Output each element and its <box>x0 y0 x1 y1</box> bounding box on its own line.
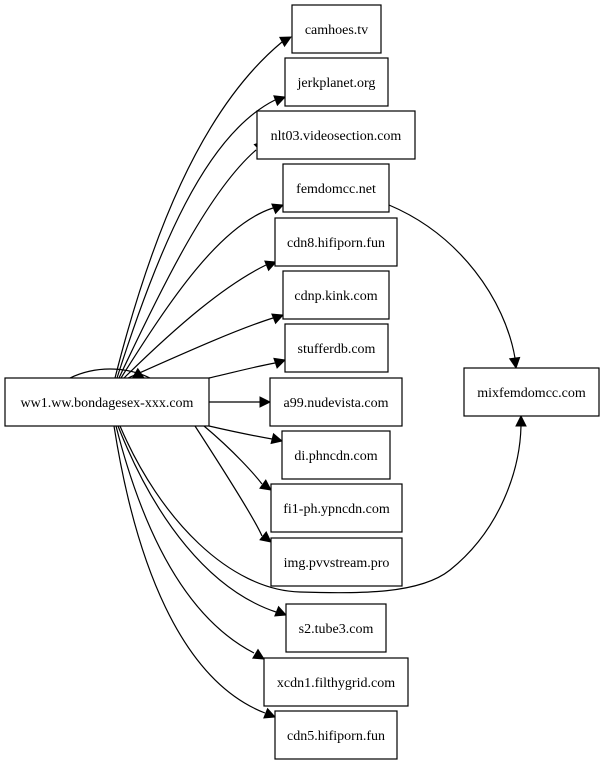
node-a99[interactable]: a99.nudevista.com <box>269 377 403 427</box>
edge-line <box>123 264 267 379</box>
edge-line <box>120 207 274 379</box>
node-femdomcc[interactable]: femdomcc.net <box>282 163 390 213</box>
edge-line <box>115 425 255 654</box>
edge-ww1-to-di <box>208 425 284 445</box>
arrowhead-icon <box>273 95 287 107</box>
node-cdn5[interactable]: cdn5.hifiporn.fun <box>274 710 398 760</box>
node-cdn8-label: cdn8.hifiporn.fun <box>287 236 385 251</box>
arrowhead-icon <box>259 396 272 408</box>
node-s2-label: s2.tube3.com <box>299 622 374 637</box>
edge-line <box>119 425 522 594</box>
edge-line <box>388 204 516 359</box>
edge-ww1-to-s2 <box>117 425 288 617</box>
edge-ww1-to-jerkplanet <box>116 95 287 379</box>
node-ww1[interactable]: ww1.ww.bondagesex-xxx.com <box>4 377 210 427</box>
arrowhead-icon <box>271 313 285 325</box>
node-fi1-label: fi1-ph.ypncdn.com <box>283 502 390 517</box>
arrowhead-icon <box>263 707 277 719</box>
edge-ww1-to-nlt03 <box>118 140 266 379</box>
node-cdnp[interactable]: cdnp.kink.com <box>282 270 390 320</box>
edge-ww1-to-xcdn1 <box>115 425 265 660</box>
node-camhoes-label: camhoes.tv <box>305 23 368 38</box>
edge-ww1-to-cdn8 <box>123 260 278 379</box>
node-mixfemdomcc-label: mixfemdomcc.com <box>477 386 586 401</box>
node-di[interactable]: di.phncdn.com <box>281 430 391 480</box>
edge-ww1-to-cdnp <box>127 313 285 379</box>
edge-line <box>208 425 273 440</box>
arrowhead-icon <box>252 648 265 660</box>
node-cdn5-label: cdn5.hifiporn.fun <box>287 729 385 744</box>
node-img[interactable]: img.pvvstream.pro <box>270 537 403 587</box>
node-stufferdb[interactable]: stufferdb.com <box>284 323 389 373</box>
node-nlt03-label: nlt03.videosection.com <box>271 129 402 144</box>
node-a99-label: a99.nudevista.com <box>284 396 389 411</box>
edge-ww1-to-cdn5 <box>113 425 277 719</box>
node-stufferdb-label: stufferdb.com <box>298 342 376 357</box>
node-fi1[interactable]: fi1-ph.ypncdn.com <box>270 483 403 533</box>
node-nlt03[interactable]: nlt03.videosection.com <box>256 110 416 160</box>
edge-femdomcc-to-mixfemdomcc <box>388 204 521 370</box>
edge-ww1-to-femdomcc <box>120 203 285 379</box>
edge-ww1-to-fi1 <box>203 425 272 491</box>
node-femdomcc-label: femdomcc.net <box>296 182 376 197</box>
arrowhead-icon <box>270 432 284 445</box>
node-xcdn1-label: xcdn1.filthygrid.com <box>277 676 395 691</box>
edge-ww1-to-img <box>194 425 272 543</box>
arrowhead-icon <box>264 260 278 272</box>
edge-line <box>118 149 257 379</box>
nodes-layer: ww1.ww.bondagesex-xxx.com camhoes.tv jer… <box>4 4 600 760</box>
arrowhead-icon <box>508 356 521 370</box>
node-xcdn1[interactable]: xcdn1.filthygrid.com <box>263 657 409 707</box>
node-s2[interactable]: s2.tube3.com <box>285 603 387 653</box>
arrowhead-icon <box>271 203 285 215</box>
arrowhead-icon <box>259 479 272 491</box>
node-di-label: di.phncdn.com <box>294 449 377 464</box>
edges-layer <box>69 36 527 719</box>
edge-line <box>116 99 276 379</box>
node-camhoes[interactable]: camhoes.tv <box>291 4 382 54</box>
arrowhead-icon <box>274 605 288 617</box>
node-jerkplanet-label: jerkplanet.org <box>297 76 376 91</box>
node-jerkplanet[interactable]: jerkplanet.org <box>284 57 389 107</box>
node-cdnp-label: cdnp.kink.com <box>294 289 377 304</box>
edge-line <box>127 317 274 379</box>
arrowhead-icon <box>273 357 287 369</box>
edge-line <box>117 425 277 613</box>
edge-ww1-to-a99 <box>209 396 272 408</box>
edge-line <box>113 425 266 714</box>
node-ww1-label: ww1.ww.bondagesex-xxx.com <box>21 396 194 411</box>
edge-ww1-to-stufferdb <box>208 357 287 379</box>
edge-ww1-to-camhoes <box>114 36 292 379</box>
node-img-label: img.pvvstream.pro <box>284 556 390 571</box>
arrowhead-icon <box>515 414 527 427</box>
edge-line <box>208 362 276 379</box>
arrowhead-icon <box>279 36 292 48</box>
node-mixfemdomcc[interactable]: mixfemdomcc.com <box>463 367 600 417</box>
edge-line <box>203 425 263 485</box>
arrowhead-icon <box>259 530 272 543</box>
edge-ww1-to-mixfemdomcc <box>119 414 527 594</box>
edge-line <box>194 425 263 537</box>
node-cdn8[interactable]: cdn8.hifiporn.fun <box>274 217 398 267</box>
edge-line <box>114 41 283 379</box>
